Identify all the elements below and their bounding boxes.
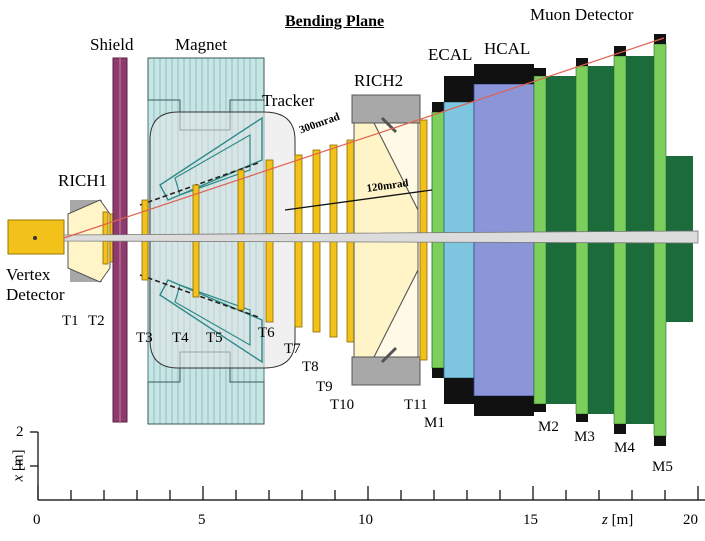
label-t11: T11: [404, 397, 428, 413]
label-m3: M3: [574, 429, 595, 445]
label-t4: T4: [172, 330, 189, 346]
label-tracker: Tracker: [262, 91, 315, 110]
label-m2: M2: [538, 419, 559, 435]
label-t1: T1: [62, 313, 79, 329]
y-tick-1: 1: [16, 458, 24, 474]
label-m4: M4: [614, 440, 635, 456]
label-rich2: RICH2: [354, 71, 404, 90]
label-magnet: Magnet: [175, 35, 227, 54]
label-hcal: HCAL: [484, 39, 531, 58]
z-tick-20: 20: [683, 512, 698, 528]
label-ecal: ECAL: [428, 45, 473, 64]
label-m1: M1: [424, 415, 445, 431]
y-tick-2: 2: [16, 424, 24, 440]
label-t10: T10: [330, 397, 355, 413]
rich2-housing-top: [351, 94, 421, 124]
label-shield: Shield: [90, 35, 134, 54]
acceptance-ray-300mrad: [63, 37, 665, 239]
rich2-housing-bottom: [351, 356, 421, 386]
beam-pipe: [63, 230, 699, 244]
diagram-title: Bending Plane: [285, 13, 385, 30]
label-t5: T5: [206, 330, 223, 346]
label-rich1: RICH1: [58, 171, 108, 190]
z-tick-15: 15: [523, 512, 538, 528]
z-axis-var: z: [602, 512, 608, 528]
label-muon-detector: Muon Detector: [530, 5, 634, 24]
label-t2: T2: [88, 313, 105, 329]
z-axis-unit: [m]: [611, 512, 634, 528]
z-axis-label: z [m]: [602, 513, 633, 528]
label-m5: M5: [652, 459, 673, 475]
x-axis-var: x: [10, 474, 27, 482]
label-detector: Detector: [6, 285, 65, 304]
label-t7: T7: [284, 341, 301, 357]
x-axis-label: x [m]: [10, 444, 27, 488]
label-t3: T3: [136, 330, 153, 346]
label-vertex: Vertex: [6, 265, 51, 284]
z-tick-5: 5: [198, 512, 206, 528]
label-t8: T8: [302, 359, 319, 375]
label-t9: T9: [316, 379, 333, 395]
acceptance-ray-120mrad: [284, 189, 433, 211]
z-axis-ticks: [37, 486, 699, 500]
x-axis-unit: [m]: [10, 449, 27, 472]
z-tick-10: 10: [358, 512, 373, 528]
z-tick-0: 0: [33, 512, 41, 528]
label-t6: T6: [258, 325, 275, 341]
